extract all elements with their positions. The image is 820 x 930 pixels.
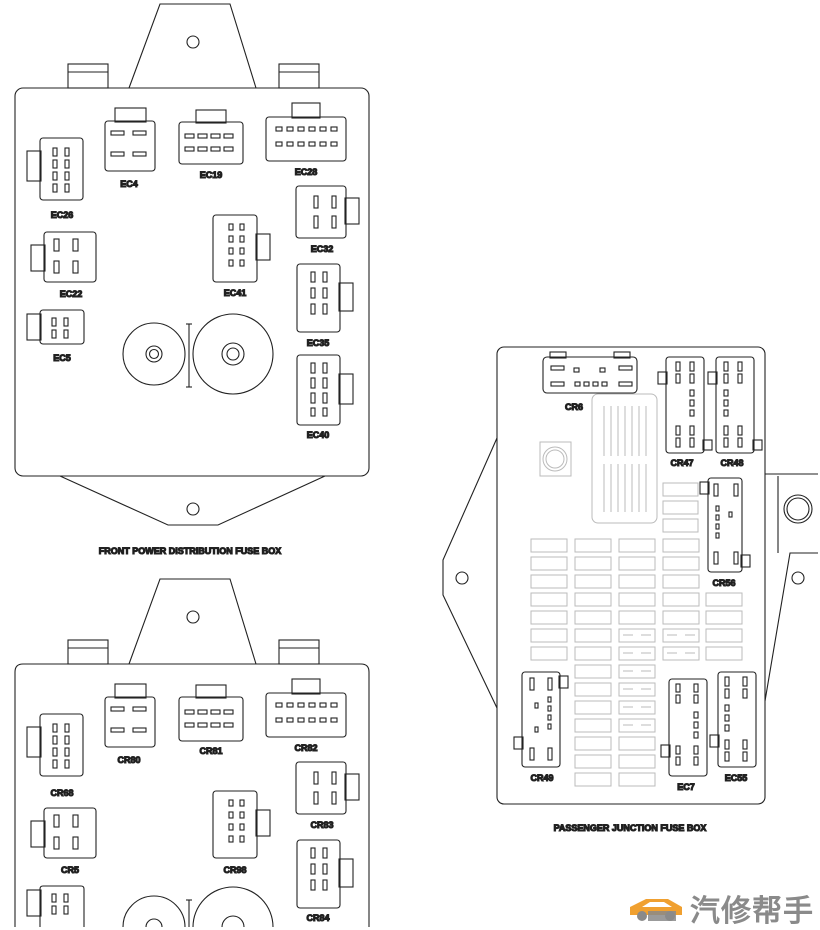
- connector-ec7: [660, 678, 708, 777]
- battery-stud-terminals: [122, 313, 274, 395]
- front-power-distribution-box: [14, 3, 370, 526]
- label-cr98: CR98: [223, 865, 246, 875]
- label-ec28: EC28: [295, 167, 318, 177]
- connector-cr83: [295, 761, 360, 815]
- label-cr5: CR5: [61, 865, 79, 875]
- connector-cr6: [542, 351, 638, 394]
- connector-cr49: [513, 671, 569, 768]
- passenger-junction-box: [442, 346, 818, 805]
- connector-cropped: [26, 885, 85, 927]
- connector-cr68: [26, 713, 84, 777]
- connector-ec40: [296, 354, 354, 426]
- caption-passenger-box: PASSENGER JUNCTION FUSE BOX: [554, 823, 707, 833]
- label-ec40: EC40: [307, 430, 330, 440]
- label-ec5: EC5: [53, 353, 71, 363]
- connector-ec4: [104, 107, 156, 172]
- connector-cr98: [212, 790, 271, 859]
- label-ec4: EC4: [120, 179, 138, 189]
- car-logo-icon: [630, 899, 682, 921]
- connector-cr47: [657, 356, 713, 454]
- label-cr49: CR49: [530, 773, 553, 783]
- connector-cr80: [104, 683, 156, 748]
- label-cr68: CR68: [50, 788, 73, 798]
- label-cr83: CR83: [310, 820, 333, 830]
- connector-ec41: [212, 214, 271, 283]
- connector-ec22: [30, 231, 97, 283]
- connector-cr56: [699, 477, 751, 573]
- watermark-text: 汽修帮手: [690, 894, 814, 929]
- caption-front-box: FRONT POWER DISTRIBUTION FUSE BOX: [99, 546, 282, 556]
- connector-ec35: [296, 263, 354, 333]
- label-ec32: EC32: [311, 244, 334, 254]
- watermark: 汽修帮手: [628, 891, 814, 929]
- connector-ec19: [178, 109, 244, 165]
- connector-cr48: [707, 356, 763, 454]
- label-ec22: EC22: [60, 289, 83, 299]
- label-cr80: CR80: [117, 755, 140, 765]
- label-cr81: CR81: [199, 746, 222, 756]
- stud-terminals-cropped: [122, 886, 274, 927]
- label-ec26: EC26: [51, 210, 74, 220]
- connector-ec32: [295, 185, 360, 239]
- connector-ec28: [265, 102, 347, 162]
- label-cr84: CR84: [306, 913, 329, 923]
- connector-cr84: [296, 839, 354, 909]
- connector-cr81: [178, 684, 244, 742]
- label-ec41: EC41: [224, 288, 247, 298]
- rear-power-distribution-box: [14, 578, 370, 927]
- label-cr47: CR47: [670, 458, 693, 468]
- label-cr48: CR48: [720, 458, 743, 468]
- label-cr82: CR82: [294, 743, 317, 753]
- label-ec35: EC35: [307, 338, 330, 348]
- label-ec19: EC19: [200, 170, 223, 180]
- label-cr56: CR56: [712, 578, 735, 588]
- fuse-array: [530, 393, 743, 787]
- connector-cr5: [30, 807, 97, 859]
- label-ec55: EC55: [725, 773, 748, 783]
- connector-ec5: [26, 309, 85, 345]
- label-cr6: CR6: [565, 402, 583, 412]
- connector-cr82: [265, 678, 347, 738]
- label-ec7: EC7: [677, 782, 695, 792]
- connector-ec26: [26, 137, 84, 201]
- connector-ec55: [709, 671, 757, 768]
